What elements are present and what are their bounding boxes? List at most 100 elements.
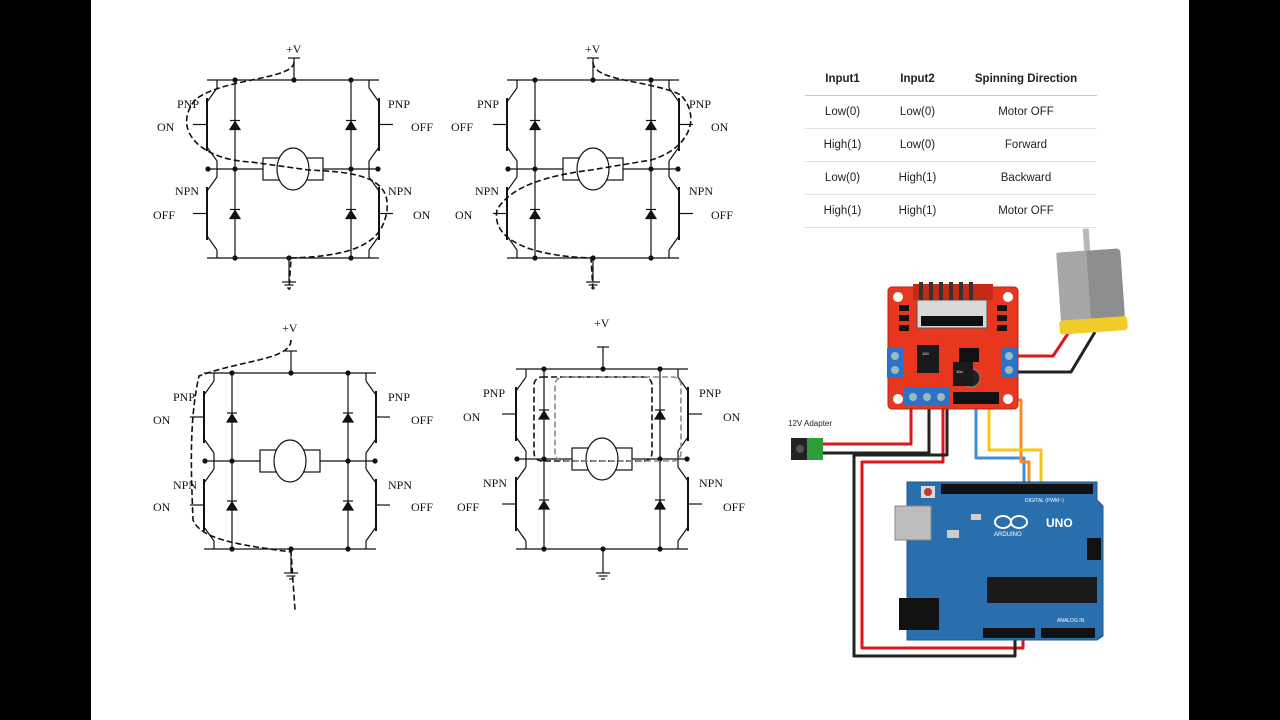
junction-dot (532, 166, 538, 172)
junction-dot (232, 77, 238, 83)
junction-dot (202, 458, 208, 464)
diode (225, 500, 239, 511)
pnp-left-label: PNP (173, 390, 196, 404)
column-header: Spinning Direction (955, 63, 1097, 96)
npn-right-state: OFF (723, 500, 746, 514)
pnp-right-label: PNP (388, 390, 411, 404)
h-bridge-3 (190, 350, 390, 580)
junction-dot (675, 166, 681, 172)
table-cell: High(1) (880, 161, 955, 195)
junction-dot (600, 546, 606, 552)
transistor-emitter (677, 436, 689, 452)
pnp-right-state: OFF (411, 413, 434, 427)
npn-right-label: NPN (388, 184, 413, 198)
junction-dot (532, 255, 538, 261)
vplus-label: +V (282, 321, 298, 335)
table-cell: Low(0) (880, 128, 955, 162)
transistor-emitter (668, 146, 680, 162)
transistor-collector (365, 380, 377, 396)
pnp-left-label: PNP (177, 97, 200, 111)
arduino-uno-board (894, 481, 1104, 641)
junction-dot (657, 546, 663, 552)
arduino-model-label: UNO (1046, 516, 1073, 530)
junction-dot (229, 458, 235, 464)
junction-dot (375, 166, 381, 172)
transistor-emitter (515, 526, 527, 542)
junction-dot (505, 166, 511, 172)
diode (341, 500, 355, 511)
npn-left-state: OFF (153, 208, 176, 222)
junction-dot (648, 255, 654, 261)
transistor-collector (515, 466, 527, 482)
table-cell: Forward (955, 128, 1097, 162)
vplus-label: +V (594, 316, 610, 330)
column-header: Input1 (805, 63, 880, 96)
junction-dot (541, 366, 547, 372)
junction-dot (348, 77, 354, 83)
junction-dot (345, 458, 351, 464)
h-bridge-schematics (185, 57, 702, 611)
pnp-right-state: ON (723, 410, 741, 424)
npn-right-state: OFF (411, 500, 434, 514)
red-wire-driver-to-vin (860, 404, 1025, 650)
truth-table-header-row: Input1 Input2 Spinning Direction (805, 63, 1097, 96)
transistor-collector (506, 176, 518, 192)
pnp-left-state: ON (463, 410, 481, 424)
black-wire-motor (1003, 331, 1097, 374)
transistor-emitter (368, 235, 380, 251)
truth-table: Input1 Input2 Spinning Direction Low(0) … (805, 63, 1097, 228)
table-cell: High(1) (880, 194, 955, 228)
wiring-diagram (791, 228, 1128, 658)
pnp-right-label: PNP (388, 97, 411, 111)
current-flow-paths (185, 61, 692, 611)
transistor-collector (203, 380, 215, 396)
transistor-emitter (668, 235, 680, 251)
dc-motor (1056, 228, 1128, 335)
junction-dot (345, 546, 351, 552)
capacitor-marking: 10u (956, 369, 963, 374)
current-path-reverse (495, 61, 692, 291)
table-cell: High(1) (805, 128, 880, 162)
junction-dot (541, 456, 547, 462)
diode (644, 209, 658, 220)
npn-right-label: NPN (689, 184, 714, 198)
npn-right-label: NPN (699, 476, 724, 490)
junction-dot (288, 370, 294, 376)
diode (344, 120, 358, 131)
transistor-collector (668, 176, 680, 192)
arduino-logo (994, 515, 1028, 529)
diode (228, 120, 242, 131)
black-wire-driver-to-gnd (852, 404, 1017, 658)
junction-dot (590, 77, 596, 83)
npn-left-state: OFF (457, 500, 480, 514)
transistor-emitter (365, 438, 377, 454)
table-cell: Backward (955, 161, 1097, 195)
transistor-emitter (515, 436, 527, 452)
junction-dot (205, 166, 211, 172)
table-row: Low(0) High(1) Backward (805, 161, 1097, 195)
transistor-collector (506, 87, 518, 103)
transistor-emitter (206, 235, 218, 251)
diode (644, 120, 658, 131)
junction-dot (232, 166, 238, 172)
transistor-collector (206, 176, 218, 192)
diode (653, 499, 667, 510)
table-row: High(1) Low(0) Forward (805, 128, 1097, 162)
npn-left-state: ON (455, 208, 473, 222)
pnp-left-state: OFF (451, 120, 474, 134)
transistor-collector (677, 466, 689, 482)
table-cell: High(1) (805, 194, 880, 228)
canvas: +V PNP ON NPN OFF PNP OFF NPN ON +V PNP … (91, 0, 1189, 720)
table-cell: Motor OFF (955, 95, 1097, 129)
yellow-wire-in (987, 404, 1043, 488)
junction-dot (372, 458, 378, 464)
pnp-right-label: PNP (699, 386, 722, 400)
diode (225, 412, 239, 423)
npn-right-state: OFF (711, 208, 734, 222)
black-wire-adapter-to-driver (823, 404, 931, 455)
current-path-shoot-through (190, 339, 296, 611)
table-cell: Low(0) (880, 95, 955, 129)
junction-dot (345, 370, 351, 376)
pnp-left-label: PNP (483, 386, 506, 400)
table-cell: Motor OFF (955, 194, 1097, 228)
